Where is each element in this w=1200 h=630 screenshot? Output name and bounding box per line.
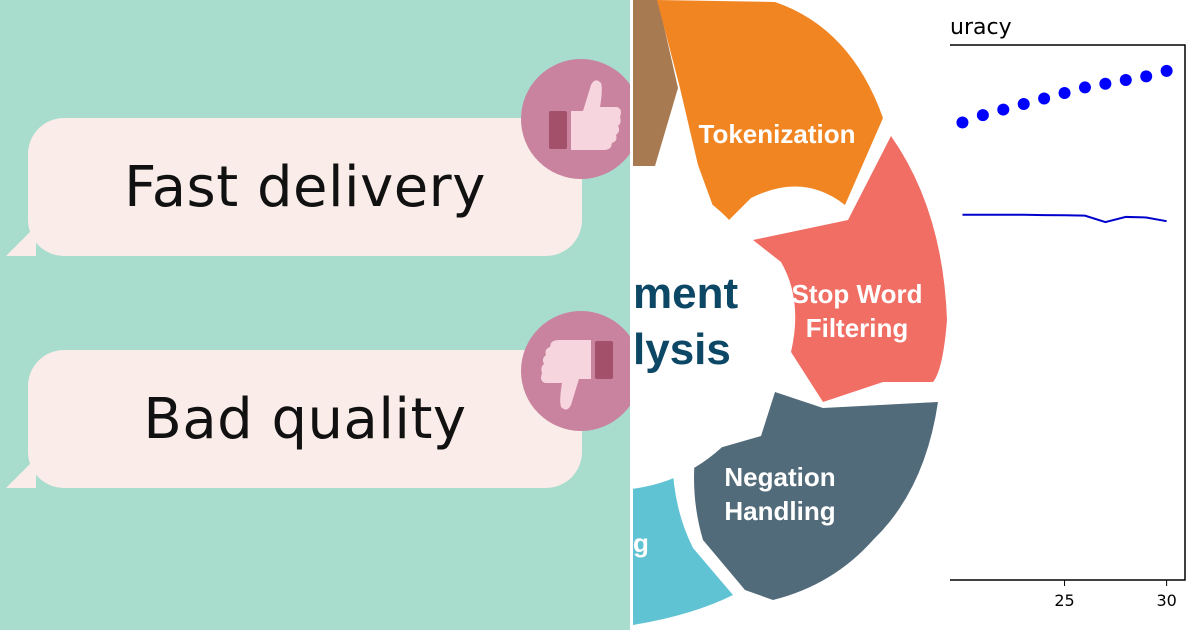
series-dot xyxy=(997,103,1010,116)
plot-frame xyxy=(950,44,1186,581)
segment-tokenization xyxy=(657,0,883,228)
series-dot xyxy=(1017,98,1030,111)
segment-negation xyxy=(694,392,938,600)
label-negation-line2: Handling xyxy=(724,496,835,526)
bubble-tail xyxy=(6,458,36,488)
x-tick-label: 30 xyxy=(1156,591,1176,610)
series-dot xyxy=(1119,74,1132,87)
label-stop-word-line2: Filtering xyxy=(806,313,909,343)
series-dot xyxy=(1160,64,1173,77)
label-negation-line1: Negation xyxy=(724,462,835,492)
series-dot xyxy=(1140,70,1153,83)
panel-divider xyxy=(630,0,633,630)
pipeline-diagram: Tokenization Stop Word Filtering Negatio… xyxy=(633,0,950,630)
label-stop-word-line1: Stop Word xyxy=(792,279,923,309)
segment-brown xyxy=(633,0,678,166)
thumbs-down-icon xyxy=(521,311,630,431)
series-dot xyxy=(1078,81,1091,94)
segment-cyan xyxy=(633,440,733,625)
label-tokenization: Tokenization xyxy=(699,119,856,149)
thumbs-up-icon xyxy=(521,59,630,179)
series-dot xyxy=(1058,86,1071,99)
center-title-line1: ment xyxy=(633,269,738,318)
series-dot xyxy=(956,116,969,129)
chart-title: uracy xyxy=(950,15,1012,40)
series-dot xyxy=(1038,92,1051,105)
center-title-line2: lysis xyxy=(633,325,731,374)
review-bubble-positive: Fast delivery xyxy=(6,118,582,256)
series-dot xyxy=(1099,77,1112,90)
series-dot xyxy=(976,109,989,122)
accuracy-chart: uracy 25 30 xyxy=(950,0,1200,630)
review-bubble-negative: Bad quality xyxy=(6,350,582,488)
x-tick-label: 25 xyxy=(1054,591,1074,610)
label-cyan: g xyxy=(633,528,649,558)
bubble-tail xyxy=(6,226,36,256)
review-text-negative: Bad quality xyxy=(143,386,467,452)
center-circle xyxy=(633,171,773,489)
review-text-positive: Fast delivery xyxy=(124,154,486,220)
series-line xyxy=(962,213,1167,224)
review-panel: Fast delivery Bad quality xyxy=(0,0,630,630)
segment-stop-word xyxy=(753,136,947,402)
